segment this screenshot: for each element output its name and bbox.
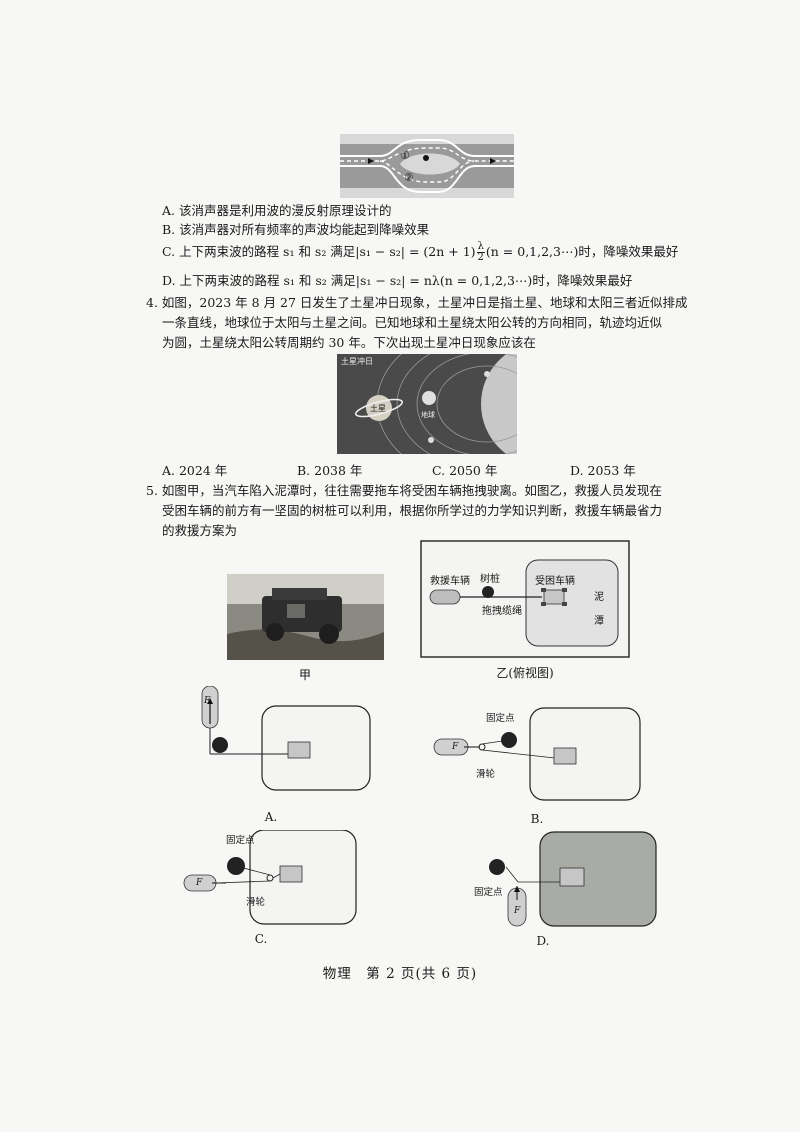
q3-option-c-frac-num: λ: [476, 241, 485, 253]
q4-stem-line-1: 4. 如图，2023 年 8 月 27 日发生了土星冲日现象，土星冲日是指土星、…: [146, 295, 688, 310]
top-view-mud-label-1: 泥: [594, 592, 604, 603]
option-d-force-label: F: [514, 906, 521, 916]
option-b-pulley-label: 滑轮: [476, 769, 496, 780]
option-d-fixed-point-label: 固定点: [474, 887, 503, 898]
option-b-fixed-point-label: 固定点: [486, 713, 515, 724]
muffler-path-label-2: ②: [404, 171, 414, 184]
option-c-fixed-point-label: 固定点: [226, 835, 255, 846]
q4-option-d: D. 2053 年: [570, 463, 636, 478]
q3-option-c-suffix: (n = 0,1,2,3⋯)时，降噪效果最好: [485, 244, 679, 259]
option-c-letter: C.: [254, 932, 268, 946]
q3-option-c-frac-den: 2: [477, 252, 484, 263]
q4-option-a: A. 2024 年: [162, 463, 228, 478]
option-c-force-label: F: [196, 878, 203, 888]
option-a-diagram: [201, 686, 371, 791]
option-d-diagram: [489, 831, 657, 927]
earth-label: 地球: [421, 411, 435, 419]
q4-stem-line-3: 为圆，土星绕太阳公转周期约 30 年。下次出现土星冲日现象应该在: [162, 335, 536, 350]
q3-option-a: A. 该消声器是利用波的漫反射原理设计的: [162, 203, 392, 218]
option-d-letter: D.: [536, 934, 550, 948]
option-c-pulley-label: 滑轮: [246, 897, 266, 908]
top-view-figure: [420, 540, 630, 658]
muffler-figure: [340, 134, 514, 198]
saturn-label: 土星: [370, 404, 386, 413]
page-footer: 物理 第 2 页(共 6 页): [322, 966, 478, 982]
figure-yi-caption: 乙(俯视图): [496, 666, 554, 680]
top-view-stuck-label: 受困车辆: [535, 576, 575, 587]
option-b-diagram: [433, 707, 641, 801]
q4-stem-line-2: 一条直线，地球位于太阳与土星之间。已知地球和土星绕太阳公转的方向相同，轨迹均近似: [162, 315, 663, 330]
q3-option-d: D. 上下两束波的路程 s₁ 和 s₂ 满足|s₁ − s₂| = nλ(n =…: [162, 273, 633, 288]
saturn-figure-title: 土星冲日: [341, 357, 373, 366]
saturn-opposition-figure: [337, 354, 517, 454]
muffler-path-label-1: ①: [400, 149, 410, 162]
q3-option-c-prefix: C. 上下两束波的路程 s₁ 和 s₂ 满足|s₁ − s₂| = (2n + …: [162, 244, 476, 259]
q3-option-c: C. 上下两束波的路程 s₁ 和 s₂ 满足|s₁ − s₂| = (2n + …: [162, 242, 678, 263]
option-b-force-label: F: [452, 742, 459, 752]
option-a-force-label: F: [204, 696, 211, 706]
option-c-diagram: [183, 830, 357, 925]
q5-stem-line-3: 的救援方案为: [162, 523, 238, 538]
figure-jia-caption: 甲: [298, 668, 311, 682]
top-view-rescue-label: 救援车辆: [430, 576, 470, 587]
q3-option-b: B. 该消声器对所有频率的声波均能起到降噪效果: [162, 222, 430, 237]
top-view-rope-label: 拖拽缆绳: [482, 606, 522, 617]
top-view-stump-label: 树桩: [480, 574, 500, 585]
q4-option-c: C. 2050 年: [432, 463, 498, 478]
q5-stem-line-1: 5. 如图甲，当汽车陷入泥潭时，往往需要拖车将受困车辆拖拽驶离。如图乙，救援人员…: [146, 483, 662, 498]
option-b-letter: B.: [530, 812, 544, 826]
q4-option-b: B. 2038 年: [297, 463, 363, 478]
stuck-car-photo: [227, 574, 384, 660]
q5-stem-line-2: 受困车辆的前方有一坚固的树桩可以利用，根据你所学过的力学知识判断，救援车辆最省力: [162, 503, 663, 518]
top-view-mud-label-2: 潭: [594, 616, 604, 627]
rescue-vehicle-icon: [429, 589, 461, 605]
option-a-letter: A.: [264, 810, 278, 824]
